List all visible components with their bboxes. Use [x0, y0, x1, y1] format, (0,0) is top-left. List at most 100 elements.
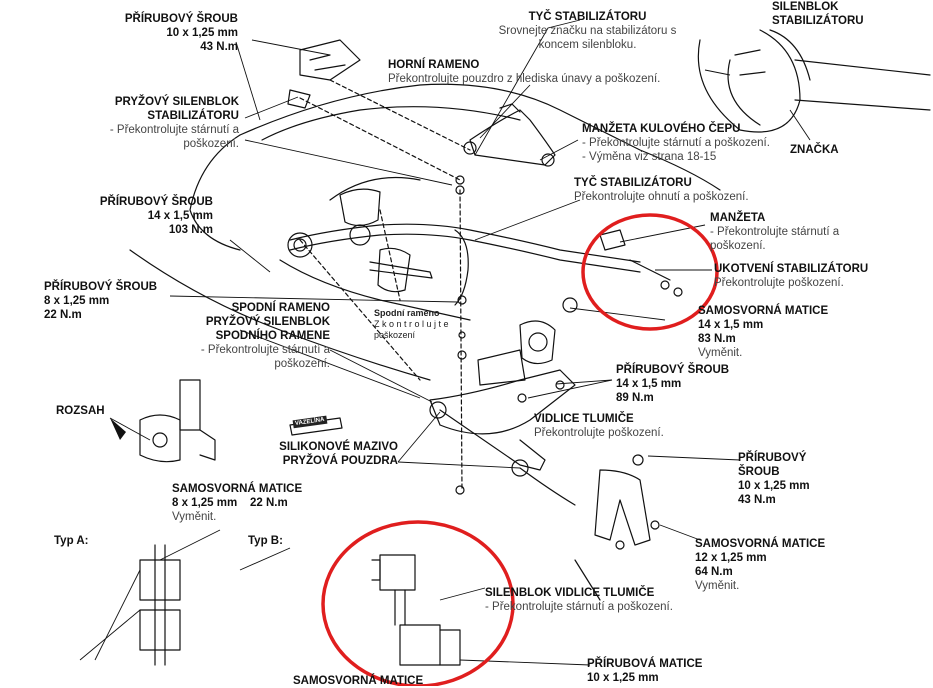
label-title: PŘÍRUBOVÝ ŠROUB — [44, 281, 158, 293]
label-title: PŘÍRUBOVÝ ŠROUB — [99, 196, 213, 208]
label-note: - Překontrolujte stárnutí a poškození. — [582, 137, 770, 149]
label-torque: 64 N.m — [695, 566, 733, 578]
label-note: Překontrolujte poškození. — [534, 427, 664, 439]
label-spec: 14 x 1,5 mm — [698, 319, 764, 331]
manzeta: MANŽETA - Překontrolujte stárnutí a pošk… — [710, 211, 839, 253]
prirubovy-sroub-2: PŘÍRUBOVÝ ŠROUB 14 x 1,5 mm 103 N.m — [88, 195, 213, 237]
label-title: PŘÍRUBOVÝ ŠROUB — [616, 364, 730, 376]
label-title: PŘÍRUBOVÝ — [738, 452, 807, 464]
label-note: Překontrolujte pouzdro z hlediska únavy … — [388, 73, 661, 85]
label-title: PŘÍRUBOVÁ MATICE — [587, 658, 703, 670]
spodni-rameno-small: Spodní rameno Z k o n t r o l u j t e po… — [374, 308, 449, 341]
samosvorna-matice-1: SAMOSVORNÁ MATICE 14 x 1,5 mm 83 N.m Vym… — [698, 304, 828, 360]
upper-arm — [469, 109, 556, 166]
label-spec: 10 x 1,25 mm — [738, 480, 810, 492]
label-spec: 10 x 1,25 mm — [166, 27, 238, 39]
label-title: Spodní rameno — [374, 308, 440, 318]
label-torque: 103 N.m — [168, 224, 213, 236]
label-note: Vyměnit. — [695, 580, 740, 592]
damper-fork — [519, 320, 556, 365]
label-title: PRYŽOVÝ SILENBLOK — [114, 96, 239, 108]
label-note: Vyměnit. — [172, 511, 217, 523]
label-title: SPODNÍHO RAMENE — [215, 330, 330, 342]
label-title: HORNÍ RAMENO — [388, 59, 480, 71]
label-note: poškození. — [183, 138, 239, 150]
label-title: PŘÍRUBOVÝ ŠROUB — [124, 13, 238, 25]
spodni-rameno-block: SPODNÍ RAMENO PRYŽOVÝ SILENBLOK SPODNÍHO… — [185, 301, 330, 371]
label-title: SAMOSVORNÁ MATICE — [172, 483, 303, 495]
silenblok-stabilizatoru: SILENBLOK STABILIZÁTORU — [772, 0, 864, 28]
label-spec: 14 x 1,5 mm — [616, 378, 682, 390]
manzeta-kuloveho-cepu: MANŽETA KULOVÉHO ČEPU - Překontrolujte s… — [582, 122, 770, 164]
silenblok-vidlice-tlumice: SILENBLOK VIDLICE TLUMIČE - Překontroluj… — [485, 586, 673, 614]
samosvorna-matice-bottom: SAMOSVORNÁ MATICE — [293, 675, 424, 687]
label-title: UKOTVENÍ STABILIZÁTORU — [714, 263, 869, 275]
label-note: Překontrolujte poškození. — [714, 277, 844, 289]
label-spec: 10 x 1,25 mm — [587, 672, 659, 684]
typ-b: Typ B: — [248, 535, 283, 547]
typ-a: Typ A: — [54, 535, 89, 547]
prirubovy-sroub-5: PŘÍRUBOVÝ ŠROUB 10 x 1,25 mm 43 N.m — [738, 451, 810, 507]
label-title: MANŽETA — [710, 212, 766, 224]
prirubovy-sroub-4: PŘÍRUBOVÝ ŠROUB 14 x 1,5 mm 89 N.m — [616, 363, 729, 405]
label-note: koncem silenbloku. — [538, 39, 637, 51]
label-title: SILENBLOK VIDLICE TLUMIČE — [485, 587, 655, 599]
znacka: ZNAČKA — [790, 144, 839, 156]
vidlice-tlumice: VIDLICE TLUMIČE Překontrolujte poškození… — [534, 412, 664, 440]
label-note: - Výměna viz strana 18-15 — [582, 151, 717, 163]
rozsah: ROZSAH — [56, 405, 105, 417]
label-spec: 12 x 1,25 mm — [695, 552, 767, 564]
label-torque: 43 N.m — [200, 41, 238, 53]
label-title: SAMOSVORNÁ MATICE — [698, 305, 829, 317]
label-spec: 8 x 1,25 mm — [44, 295, 110, 307]
label-note: - Překontrolujte stárnutí a — [109, 124, 239, 136]
label-note: poškození. — [274, 358, 330, 370]
label-title: MANŽETA KULOVÉHO ČEPU — [582, 123, 741, 135]
label-title: TYČ STABILIZÁTORU — [574, 177, 692, 189]
label-title: PRYŽOVÁ POUZDRA — [282, 455, 398, 467]
stabilizer-bar — [289, 223, 641, 263]
highlight-circle-right — [581, 213, 719, 331]
label-title: PRYŽOVÝ SILENBLOK — [205, 316, 330, 328]
prirubovy-sroub-3: PŘÍRUBOVÝ ŠROUB 8 x 1,25 mm 22 N.m — [44, 280, 157, 322]
label-title: VIDLICE TLUMIČE — [534, 413, 634, 425]
pryzovy-silenblok-stabilizatoru: PRYŽOVÝ SILENBLOK STABILIZÁTORU - Překon… — [84, 95, 239, 151]
prirubova-matice: PŘÍRUBOVÁ MATICE 10 x 1,25 mm — [587, 657, 702, 685]
label-note: Překontrolujte ohnutí a poškození. — [574, 191, 749, 203]
label-note: Srovnejte značku na stabilizátoru s — [498, 25, 677, 37]
prirubovy-sroub-1: PŘÍRUBOVÝ ŠROUB 10 x 1,25 mm 43 N.m — [118, 12, 238, 54]
highlight-circle-bottom — [321, 520, 515, 686]
label-title: ŠROUB — [738, 466, 780, 478]
label-title: STABILIZÁTORU — [772, 15, 864, 27]
silikonove-mazivo: SILIKONOVÉ MAZIVO PRYŽOVÁ POUZDRA — [260, 440, 398, 468]
label-title: STABILIZÁTORU — [147, 110, 239, 122]
samosvorna-matice-2: SAMOSVORNÁ MATICE 8 x 1,25 mm 22 N.m Vym… — [172, 482, 302, 524]
body-outline — [239, 83, 721, 191]
label-spec: 14 x 1,5 mm — [147, 210, 213, 222]
horni-rameno: HORNÍ RAMENO Překontrolujte pouzdro z hl… — [388, 58, 660, 86]
samosvorna-matice-3: SAMOSVORNÁ MATICE 12 x 1,25 mm 64 N.m Vy… — [695, 537, 825, 593]
tyc-stabilizatoru-1: TYČ STABILIZÁTORU Srovnejte značku na st… — [490, 10, 685, 52]
label-note: Z k o n t r o l u j t e — [374, 319, 449, 329]
label-torque: 22 N.m — [44, 309, 82, 321]
label-spec: 8 x 1,25 mm — [172, 497, 238, 509]
label-title: SAMOSVORNÁ MATICE — [695, 538, 826, 550]
label-note: Vyměnit. — [698, 347, 743, 359]
label-title: SPODNÍ RAMENO — [231, 302, 330, 314]
lower-arm — [429, 369, 576, 435]
label-torque: 22 N.m — [250, 497, 288, 509]
label-torque: 83 N.m — [698, 333, 736, 345]
label-title: TYČ STABILIZÁTORU — [528, 11, 647, 23]
label-title: SILENBLOK — [772, 1, 839, 13]
label-torque: 89 N.m — [616, 392, 654, 404]
label-torque: 43 N.m — [738, 494, 776, 506]
label-note: poškození — [374, 330, 416, 340]
tyc-stabilizatoru-2: TYČ STABILIZÁTORU Překontrolujte ohnutí … — [574, 176, 749, 204]
ukotveni-stabilizatoru: UKOTVENÍ STABILIZÁTORU Překontrolujte po… — [714, 262, 868, 290]
label-title: SILIKONOVÉ MAZIVO — [279, 441, 398, 453]
label-note: poškození. — [710, 240, 766, 252]
label-note: - Překontrolujte stárnutí a — [200, 344, 330, 356]
label-note: - Překontrolujte stárnutí a poškození. — [485, 601, 673, 613]
